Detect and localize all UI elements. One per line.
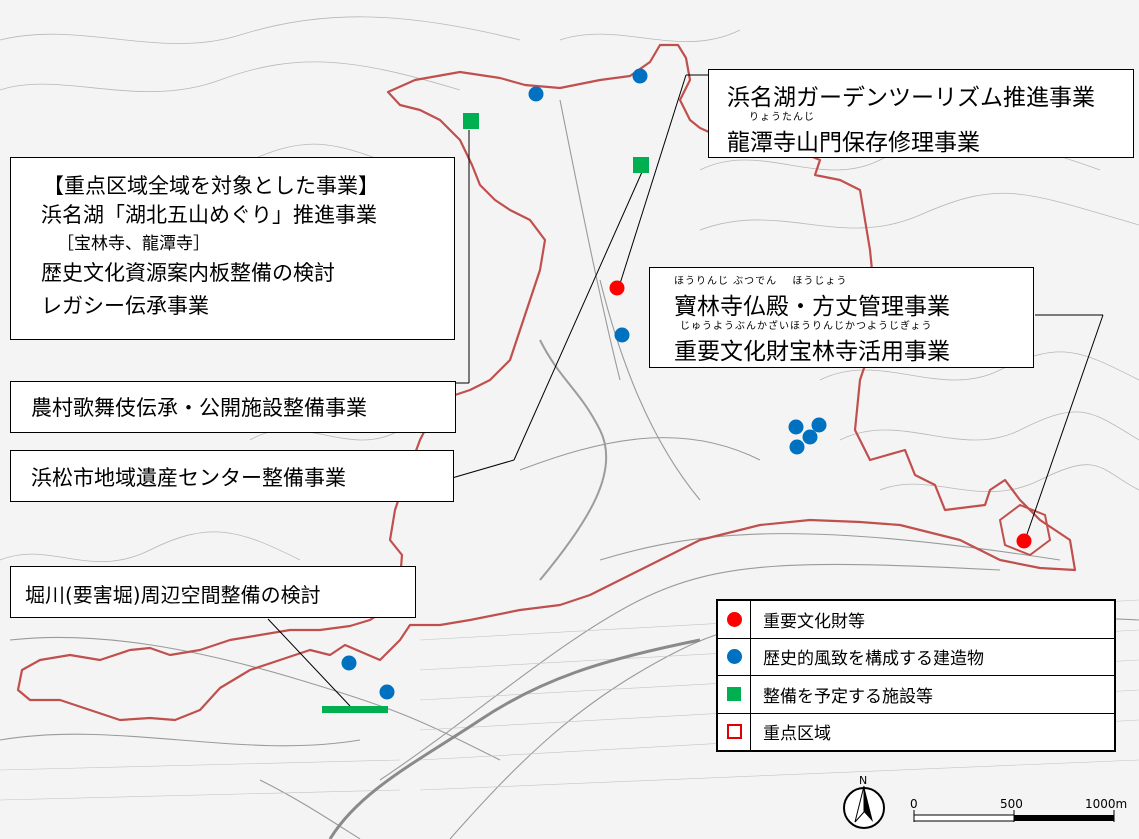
red-dot-icon: [726, 611, 742, 627]
building-marker: [802, 429, 818, 445]
priority-area-boundary-se-loop: [998, 503, 1052, 557]
hourinji-ruby: ほうりんじ ぶつでん ほうじょう: [674, 276, 848, 287]
kabuki-label: 農村歌舞伎伝承・公開施設整備事業: [31, 396, 367, 420]
kohoku-gozan-label: 浜名湖「湖北五山めぐり」推進事業: [41, 203, 377, 227]
signboard-label: 歴史文化資源案内板整備の検討: [41, 261, 335, 285]
heritage-center-box: 浜松市地域遺産センター整備事業: [10, 450, 454, 502]
scale-bar: [913, 810, 1115, 822]
building-marker: [788, 419, 804, 435]
hourinji-utilization-label: 重要文化財宝林寺活用事業: [674, 339, 950, 365]
legend-row-building: 歴史的風致を構成する建造物: [717, 637, 1115, 676]
roads: [0, 99, 1139, 839]
building-marker: [789, 439, 805, 455]
legend-row-important: 重要文化財等: [717, 600, 1115, 639]
horikawa-box: 堀川(要害堀)周辺空間整備の検討: [10, 566, 416, 618]
building-marker: [632, 68, 648, 84]
leader-lines: [267, 74, 1104, 707]
legend-label-priority-area: 重点区域: [750, 712, 1115, 751]
building-marker: [811, 417, 827, 433]
important-property-ruby: じゅうようぶんかざいほうりんじかつようじぎょう: [680, 321, 933, 332]
facility-marker-horikawa: [322, 706, 388, 713]
river: [328, 638, 701, 839]
building-marker: [614, 327, 630, 343]
hourinji-box: ほうりんじ ぶつでん ほうじょう 寶林寺仏殿・方丈管理事業 じゅうようぶんかざい…: [649, 267, 1034, 368]
map-legend: 重要文化財等 歴史的風致を構成する建造物 整備を予定する施設等 重点区域: [716, 599, 1116, 752]
important-property-marker-ryotanji: [609, 280, 625, 296]
whole-area-box: 【重点区域全域を対象とした事業】 浜名湖「湖北五山めぐり」推進事業 ［宝林寺、龍…: [10, 157, 455, 340]
horikawa-label: 堀川(要害堀)周辺空間整備の検討: [25, 583, 321, 607]
scale-label-500: 500: [1000, 797, 1023, 811]
scale-label-1000m: 1000m: [1085, 797, 1128, 811]
scale-label-0: 0: [910, 797, 918, 811]
north-label: N: [859, 774, 867, 787]
red-open-square-icon: [726, 724, 742, 740]
kabuki-box: 農村歌舞伎伝承・公開施設整備事業: [10, 381, 456, 433]
building-marker: [341, 655, 357, 671]
important-property-marker-hourinji: [1016, 533, 1032, 549]
garden-tourism-box: 浜名湖ガーデンツーリズム推進事業 りょうたんじ 龍潭寺山門保存修理事業: [708, 69, 1134, 158]
legend-row-priority-area: 重点区域: [717, 712, 1115, 751]
legend-label-facility: 整備を予定する施設等: [750, 675, 1115, 714]
facility-marker-heritage-center: [633, 157, 649, 173]
ryotanji-gate-label: 龍潭寺山門保存修理事業: [727, 130, 980, 156]
temple-names-label: ［宝林寺、龍潭寺］: [57, 234, 210, 254]
green-square-icon: [727, 687, 741, 702]
ryotanji-ruby: りょうたんじ: [749, 112, 815, 123]
legacy-label: レガシー伝承事業: [41, 294, 209, 318]
hourinji-hall-label: 寶林寺仏殿・方丈管理事業: [674, 294, 950, 320]
whole-area-heading: 【重点区域全域を対象とした事業】: [43, 174, 379, 198]
heritage-center-label: 浜松市地域遺産センター整備事業: [31, 466, 346, 490]
legend-row-facility: 整備を予定する施設等: [717, 675, 1115, 714]
building-marker: [379, 684, 395, 700]
legend-label-building: 歴史的風致を構成する建造物: [750, 637, 1115, 676]
building-marker: [528, 86, 544, 102]
legend-label-important: 重要文化財等: [750, 600, 1115, 639]
stream: [539, 339, 608, 581]
garden-tourism-label: 浜名湖ガーデンツーリズム推進事業: [727, 85, 1095, 111]
blue-dot-icon: [726, 649, 742, 665]
facility-marker-kabuki: [463, 113, 479, 129]
north-arrow: [843, 785, 885, 829]
